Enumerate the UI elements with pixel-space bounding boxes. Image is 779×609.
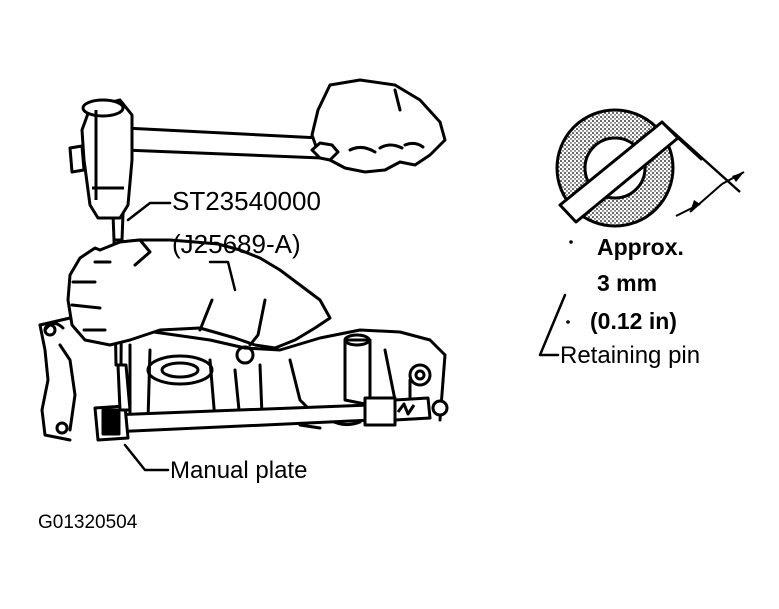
tool-alt-number-label: (J25689-A) [172,229,301,259]
valve-body-drawing [38,316,447,442]
manual-plate-drawing [93,363,132,442]
manual-shaft [108,396,449,434]
retaining-pin-label: Retaining pin [560,342,701,369]
upper-hand-drawing [310,78,447,174]
hammer-drawing [68,98,324,220]
retaining-pin-detail [555,108,745,324]
leader-lines [123,201,567,472]
lower-hand-drawing [66,238,332,350]
depth-mm-label: 3 mm [597,270,658,296]
approx-label: Approx. [597,234,684,260]
tool-number-label: ST23540000 [172,186,321,216]
figure-code: G01320504 [38,512,138,533]
manual-plate-label: Manual plate [170,457,308,484]
depth-in-label: (0.12 in) [590,308,677,334]
